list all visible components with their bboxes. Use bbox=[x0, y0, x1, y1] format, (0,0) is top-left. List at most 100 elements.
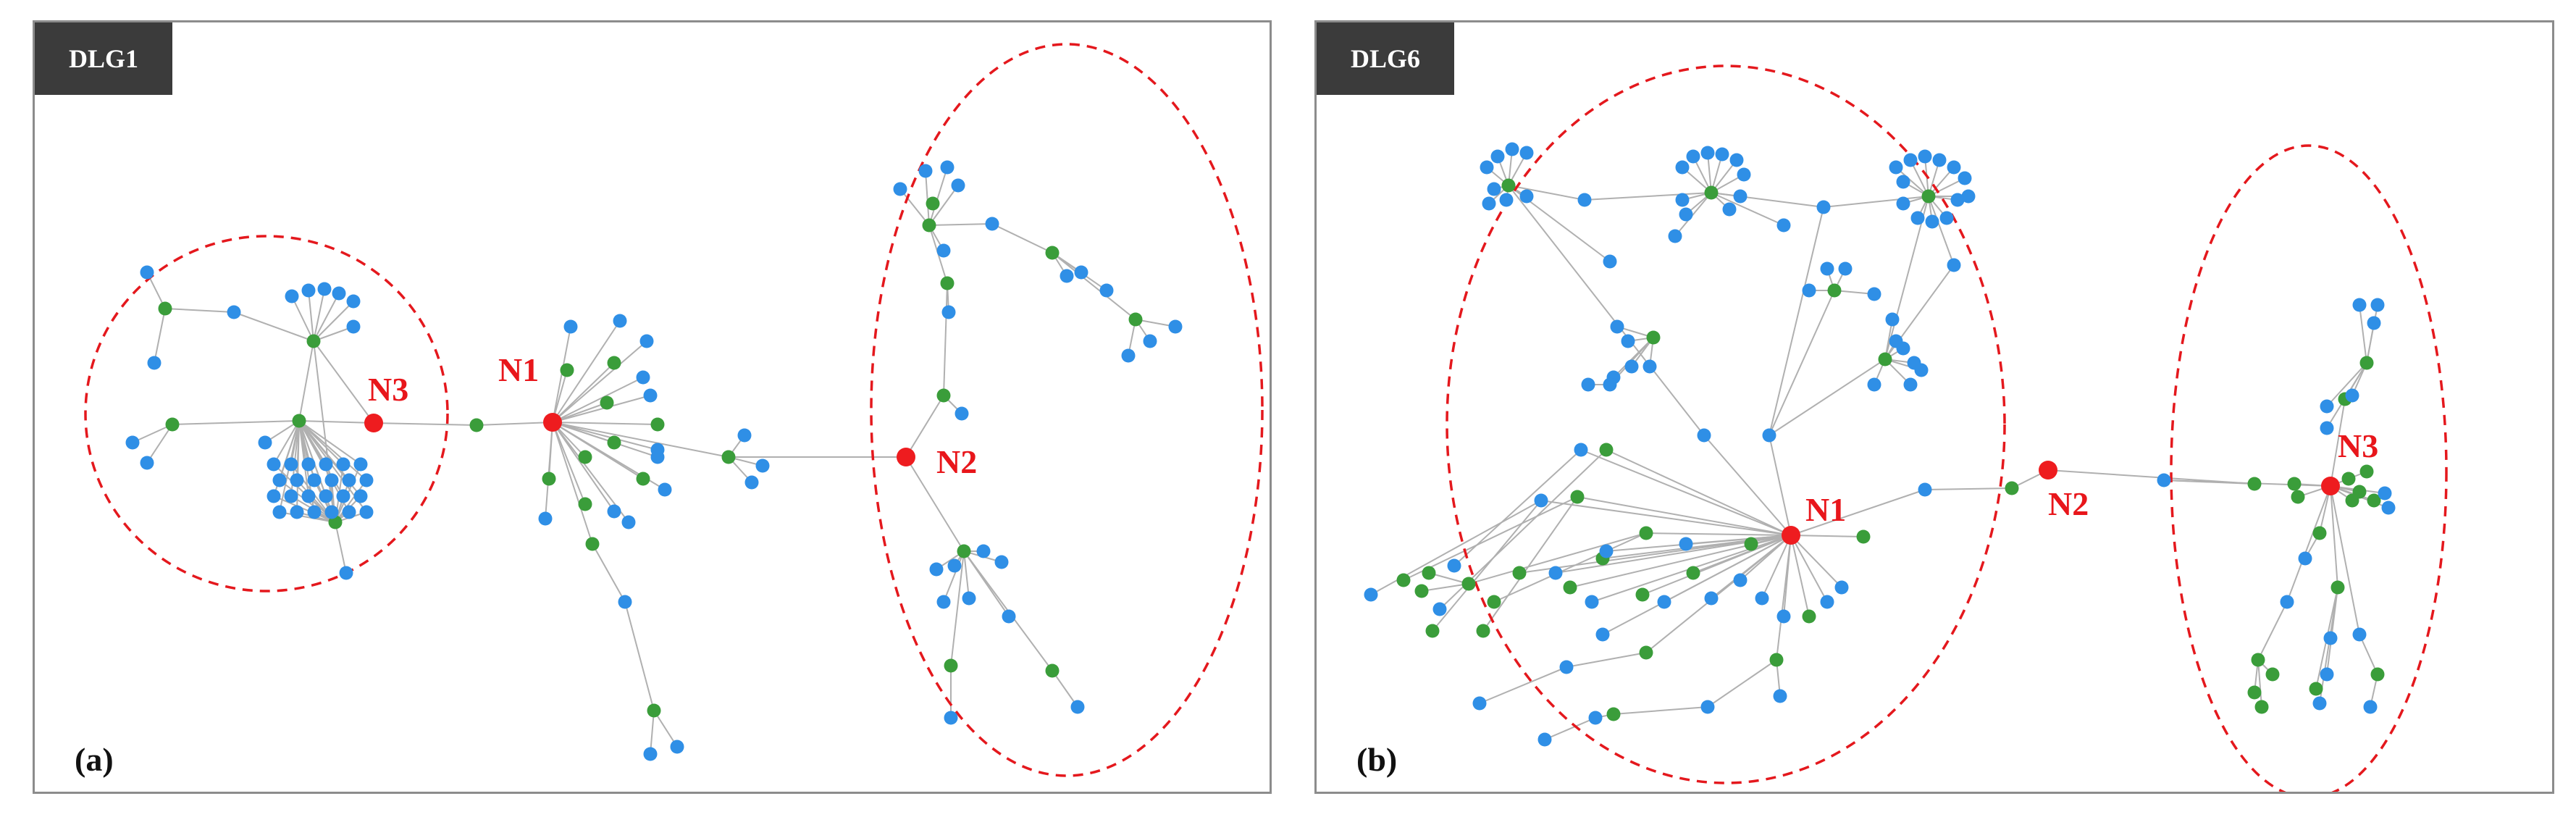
leaf-node bbox=[2370, 298, 2385, 312]
leaf-node bbox=[1889, 334, 1903, 348]
edge bbox=[1613, 706, 1708, 715]
intermediate-node bbox=[1425, 624, 1440, 638]
leaf-node bbox=[2312, 696, 2327, 711]
leaf-node bbox=[1947, 160, 1961, 175]
edge bbox=[1544, 717, 1596, 740]
edge bbox=[2257, 601, 2288, 661]
edge bbox=[298, 420, 374, 424]
hub-node bbox=[543, 413, 562, 432]
hub-label-n3: N3 bbox=[2338, 427, 2378, 464]
leaf-node bbox=[1885, 312, 1900, 327]
leaf-node bbox=[755, 458, 770, 473]
leaf-node bbox=[359, 473, 374, 487]
leaf-node bbox=[1838, 261, 1853, 276]
edge bbox=[2326, 362, 2367, 407]
leaf-node bbox=[1903, 377, 1918, 392]
edge bbox=[925, 170, 930, 226]
leaf-node bbox=[125, 435, 140, 450]
leaf-node bbox=[140, 456, 154, 470]
edge bbox=[1052, 670, 1078, 708]
edge bbox=[1776, 535, 1792, 661]
leaf-node bbox=[1950, 193, 1965, 207]
leaf-node bbox=[1588, 711, 1603, 725]
leaf-node bbox=[962, 591, 976, 606]
intermediate-node bbox=[1606, 707, 1621, 721]
leaf-node bbox=[1472, 696, 1487, 711]
leaf-node bbox=[2363, 700, 2378, 714]
leaf-node bbox=[307, 505, 322, 519]
leaf-node bbox=[951, 178, 965, 193]
intermediate-node bbox=[578, 497, 592, 511]
edge bbox=[963, 550, 970, 599]
leaf-node bbox=[346, 294, 361, 309]
edge bbox=[291, 296, 314, 342]
leaf-node bbox=[227, 305, 241, 319]
intermediate-node bbox=[600, 395, 614, 410]
edge bbox=[298, 340, 314, 422]
edge bbox=[1711, 192, 1784, 226]
intermediate-node bbox=[2359, 356, 2374, 370]
intermediate-node bbox=[636, 472, 650, 486]
leaf-node bbox=[929, 562, 944, 577]
intermediate-node bbox=[2367, 493, 2381, 508]
edge bbox=[313, 293, 340, 342]
leaf-node bbox=[290, 505, 304, 519]
leaf-node bbox=[1755, 591, 1769, 606]
edge bbox=[1769, 206, 1824, 436]
cluster-outlines bbox=[1446, 64, 2448, 792]
edge bbox=[2359, 304, 2367, 364]
hub-node bbox=[2039, 461, 2057, 479]
leaf-node bbox=[1603, 254, 1617, 269]
edge bbox=[1761, 535, 1792, 599]
edge bbox=[1703, 435, 1792, 536]
leaf-node bbox=[1947, 258, 1961, 272]
leaf-node bbox=[1505, 142, 1519, 156]
leaf-node bbox=[258, 435, 272, 450]
edge bbox=[1606, 449, 1792, 536]
intermediate-node bbox=[1501, 178, 1516, 193]
leaf-node bbox=[613, 314, 627, 328]
intermediate-node bbox=[922, 218, 936, 233]
intermediate-node bbox=[2345, 493, 2359, 508]
edge bbox=[313, 326, 354, 342]
intermediate-node bbox=[2247, 477, 2262, 491]
leaf-node bbox=[607, 504, 621, 519]
intermediate-node bbox=[721, 450, 736, 464]
intermediate-node bbox=[585, 537, 600, 551]
leaf-node bbox=[1519, 189, 1534, 204]
edge bbox=[1790, 535, 1810, 617]
leaf-node bbox=[940, 160, 955, 175]
leaf-node bbox=[1499, 193, 1514, 207]
panel-tag: DLG6 bbox=[1317, 22, 1454, 95]
leaf-node bbox=[359, 505, 374, 519]
intermediate-node bbox=[1635, 587, 1650, 602]
intermediate-node bbox=[1827, 283, 1842, 298]
leaf-node bbox=[332, 286, 346, 301]
leaf-node bbox=[342, 473, 356, 487]
leaf-node bbox=[1595, 627, 1610, 642]
leaf-node bbox=[1686, 149, 1700, 164]
leaf-node bbox=[1585, 595, 1599, 609]
intermediate-node bbox=[158, 301, 172, 316]
leaf-node bbox=[1722, 202, 1737, 217]
leaf-node bbox=[1657, 595, 1671, 609]
leaf-node bbox=[643, 747, 658, 761]
cluster-outline bbox=[1446, 64, 2006, 784]
leaf-node bbox=[1060, 269, 1074, 283]
edge bbox=[545, 422, 553, 519]
leaf-node bbox=[1820, 261, 1834, 276]
intermediate-node bbox=[1639, 645, 1653, 660]
edge bbox=[1540, 500, 1792, 536]
edge bbox=[1566, 652, 1647, 668]
leaf-node bbox=[538, 511, 553, 526]
leaf-node bbox=[1704, 591, 1719, 606]
leaf-node bbox=[1482, 196, 1496, 211]
leaf-node bbox=[1447, 558, 1461, 573]
edge bbox=[1790, 489, 1926, 536]
intermediate-node bbox=[2254, 700, 2269, 714]
panel-label: (b) bbox=[1356, 741, 1398, 778]
leaf-node bbox=[301, 489, 316, 503]
edge bbox=[313, 301, 354, 342]
edge bbox=[335, 522, 347, 574]
intermediate-node bbox=[2370, 667, 2385, 682]
